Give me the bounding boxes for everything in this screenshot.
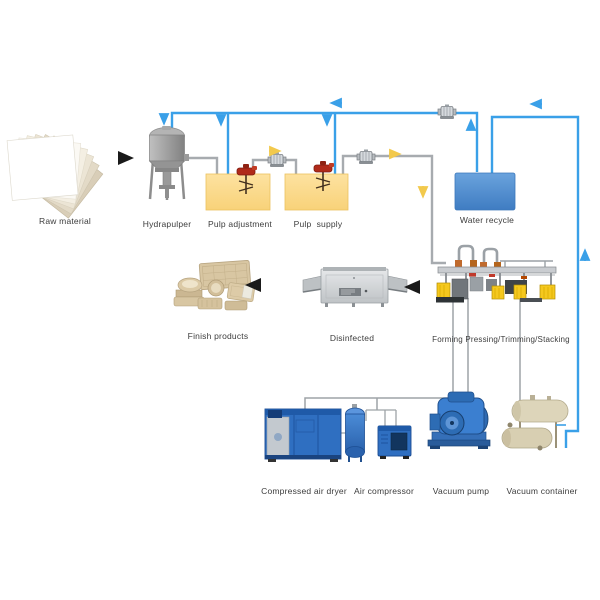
- finish-products-trays: [173, 260, 256, 311]
- water-pipe-network: [170, 111, 580, 448]
- water-recycle-tank: [454, 172, 516, 211]
- pulp-pump-icon-2: [356, 149, 376, 165]
- label-pulp-adjustment: Pulp adjustment: [208, 219, 272, 229]
- label-air-compressor: Air compressor: [354, 486, 414, 496]
- label-hydrapulper: Hydrapulper: [142, 219, 192, 229]
- forming-machine: [436, 244, 557, 303]
- label-disinfected: Disinfected: [329, 333, 375, 343]
- water-pump-icon: [437, 104, 457, 120]
- water-pipe-return: [490, 115, 580, 448]
- compressor-manifold-piping: [341, 409, 397, 434]
- label-raw-material: Raw material: [39, 216, 91, 226]
- pulp-pipe-supply-to-forming: [341, 154, 446, 265]
- disinfected-machine: [302, 267, 408, 307]
- label-forming: Forming Pressing/Trimming/Stacking: [432, 335, 570, 344]
- hydrapulper-tank: [148, 126, 189, 200]
- air-receiver-tank: [345, 404, 365, 462]
- label-compressed-air-dryer: Compressed air dryer: [261, 486, 347, 496]
- air-compressor: [377, 425, 412, 459]
- air-line-dryer: [304, 300, 454, 412]
- vacuum-container: [501, 395, 569, 451]
- label-vacuum-container: Vacuum container: [506, 486, 578, 496]
- water-pipe-main: [170, 111, 479, 172]
- pulp-supply-tank: [284, 173, 349, 211]
- pulp-pump-icon-1: [267, 152, 287, 168]
- label-vacuum-pump: Vacuum pump: [432, 486, 490, 496]
- label-water-recycle: Water recycle: [459, 215, 515, 225]
- vacuum-pump: [427, 391, 491, 449]
- pulp-adjustment-tank: [205, 173, 271, 211]
- pulp-pipe-hydrapulper-to-adjustment: [186, 156, 219, 175]
- compressed-air-dryer: [264, 408, 342, 462]
- label-pulp-supply: Pulp supply: [293, 219, 343, 229]
- flow-arrows: [118, 97, 591, 294]
- label-finish-products: Finish products: [187, 331, 249, 341]
- raw-material-sheets: [6, 134, 104, 219]
